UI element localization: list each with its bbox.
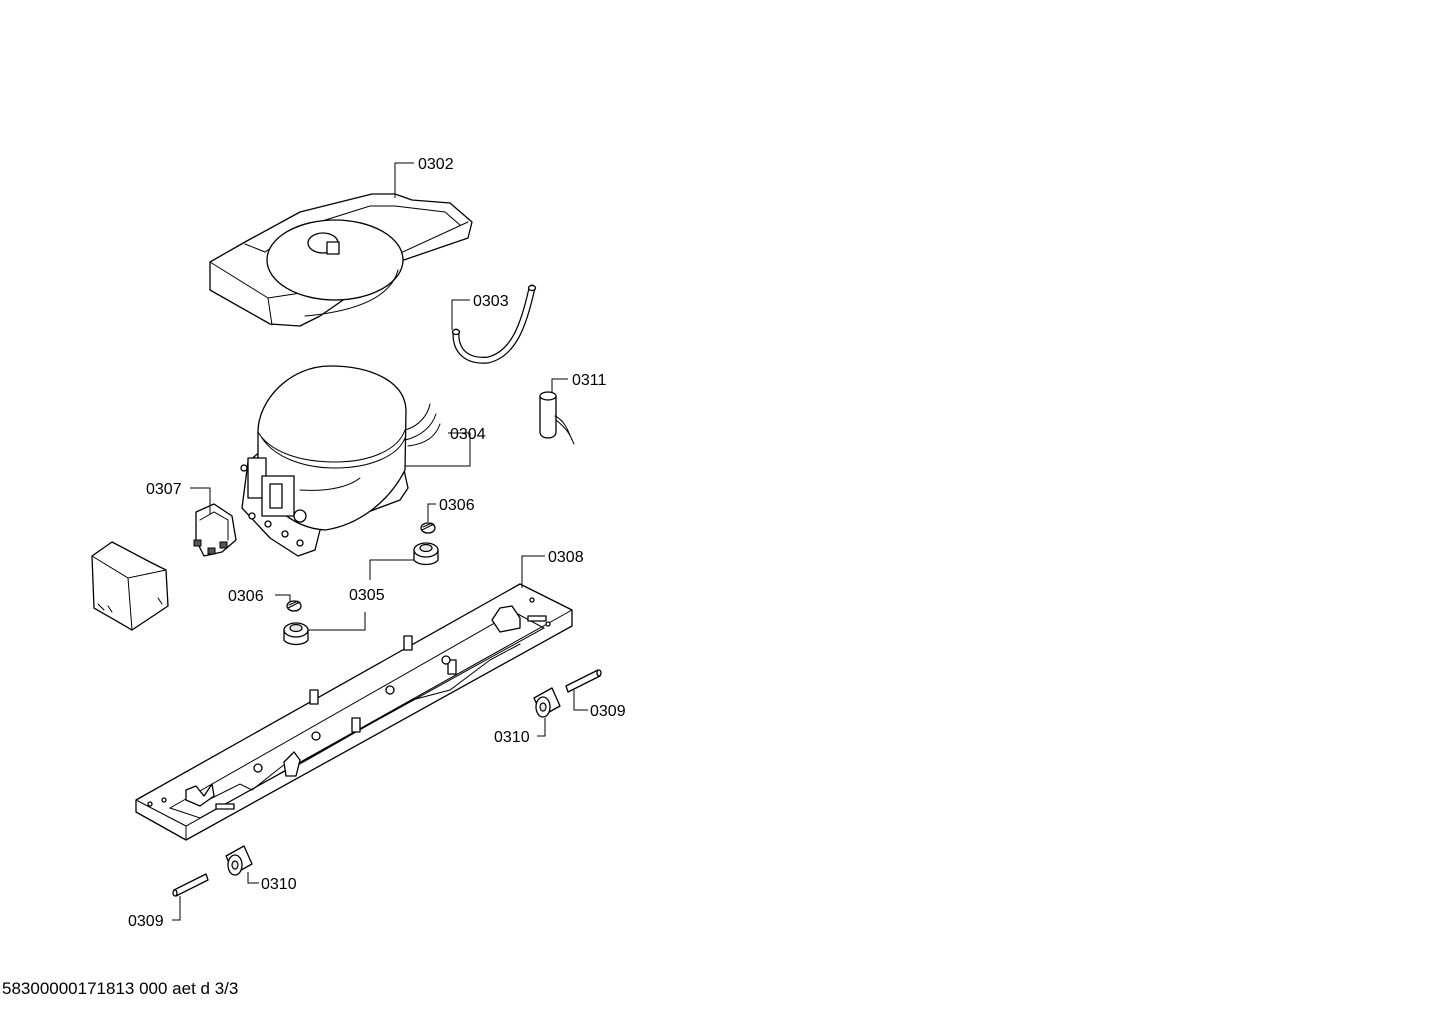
leader-lines: [172, 162, 588, 921]
callout-0306-upper: 0306: [439, 497, 475, 514]
start-relay-part: [193, 503, 237, 557]
drip-tray-part: [209, 193, 473, 327]
clip-part-upper: [420, 522, 436, 534]
callout-0304: 0304: [450, 426, 486, 443]
pin-part-left: [172, 873, 209, 897]
callout-0310-left: 0310: [261, 876, 297, 893]
clip-part-lower: [286, 600, 302, 612]
capacitor-part: [539, 391, 575, 445]
callout-0311: 0311: [572, 372, 607, 389]
callout-0307: 0307: [146, 481, 182, 498]
callout-0302: 0302: [418, 156, 454, 173]
document-footer-id: 58300000171813 000 aet d 3/3: [2, 979, 239, 998]
callout-0308: 0308: [548, 549, 584, 566]
callout-0309-left: 0309: [128, 913, 164, 930]
drain-hose-part: [451, 284, 537, 364]
callout-0309-right: 0309: [590, 703, 626, 720]
compressor-part: [240, 365, 441, 557]
callout-0305: 0305: [349, 587, 385, 604]
grommet-part-upper: [413, 542, 439, 566]
relay-cover-part: [91, 541, 169, 631]
sleeve-part-left: [225, 845, 253, 876]
callout-0310-right: 0310: [494, 729, 530, 746]
base-rail-part: [135, 583, 573, 841]
sleeve-part-right: [533, 687, 561, 718]
pin-part-right: [565, 669, 602, 693]
callout-0303: 0303: [473, 293, 509, 310]
grommet-part-lower: [283, 622, 309, 646]
callout-0306-lower: 0306: [228, 588, 264, 605]
